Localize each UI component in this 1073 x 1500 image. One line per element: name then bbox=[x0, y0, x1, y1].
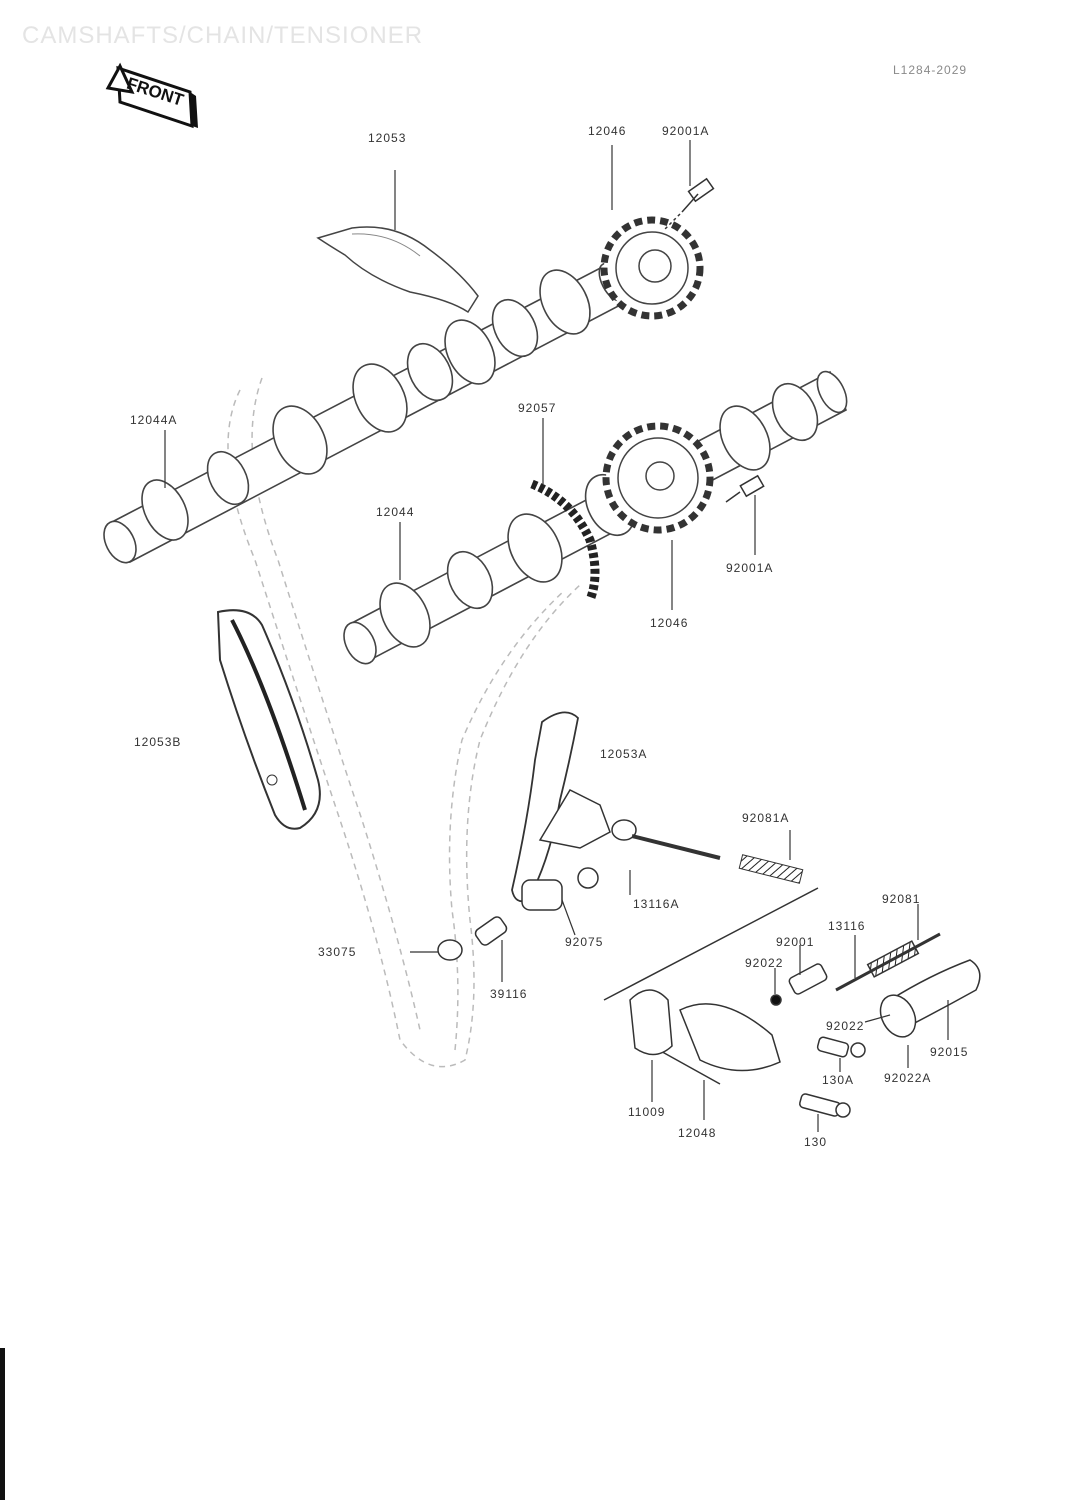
sprocket-upper bbox=[600, 216, 704, 320]
label-92001a-upper: 92001A bbox=[662, 124, 709, 138]
label-12046-lower: 12046 bbox=[650, 616, 688, 630]
label-92075: 92075 bbox=[565, 935, 603, 949]
label-92015: 92015 bbox=[930, 1045, 968, 1059]
label-12053a: 12053A bbox=[600, 747, 647, 761]
label-33075: 33075 bbox=[318, 945, 356, 959]
label-92022-right: 92022 bbox=[826, 1019, 864, 1033]
label-92022-left: 92022 bbox=[745, 956, 783, 970]
label-92057: 92057 bbox=[518, 401, 556, 415]
label-92001a-mid: 92001A bbox=[726, 561, 773, 575]
diagram-code: L1284-2029 bbox=[893, 63, 968, 77]
label-13116: 13116 bbox=[828, 919, 865, 933]
tensioner-pushrod-upper bbox=[611, 819, 804, 884]
label-92081: 92081 bbox=[882, 892, 920, 906]
diagram-title: CAMSHAFTS/CHAIN/TENSIONER bbox=[22, 22, 424, 49]
label-92022a: 92022A bbox=[884, 1071, 931, 1085]
label-12044: 12044 bbox=[376, 505, 414, 519]
label-12044a: 12044A bbox=[130, 413, 177, 427]
sprocket-lower bbox=[602, 422, 714, 534]
label-92001: 92001 bbox=[776, 935, 814, 949]
bolt-upper bbox=[663, 177, 715, 231]
chain-section bbox=[530, 479, 600, 602]
front-arrow-icon: FRONT bbox=[105, 62, 198, 129]
label-12046-upper: 12046 bbox=[588, 124, 626, 138]
tensioner-assembly bbox=[603, 887, 981, 1118]
label-39116: 39116 bbox=[490, 987, 527, 1001]
part-labels: 12053 12046 92001A 12044A 92057 12044 92… bbox=[130, 124, 968, 1149]
bolt-mid bbox=[725, 474, 765, 503]
tensioner-pin bbox=[437, 916, 508, 961]
chain-guide-top bbox=[316, 226, 479, 314]
label-12053: 12053 bbox=[368, 131, 406, 145]
leader-lines bbox=[164, 140, 949, 1132]
scan-edge-bar bbox=[0, 1348, 5, 1500]
tensioner-guide bbox=[511, 711, 611, 911]
label-92081a: 92081A bbox=[742, 811, 789, 825]
label-12048: 12048 bbox=[678, 1126, 716, 1140]
label-11009: 11009 bbox=[628, 1105, 665, 1119]
chain-guide-left bbox=[216, 609, 321, 830]
label-13116a: 13116A bbox=[633, 897, 679, 911]
label-130: 130 bbox=[804, 1135, 827, 1149]
label-130a: 130A bbox=[822, 1073, 854, 1087]
label-12053b: 12053B bbox=[134, 735, 181, 749]
exhaust-camshaft bbox=[103, 260, 627, 564]
